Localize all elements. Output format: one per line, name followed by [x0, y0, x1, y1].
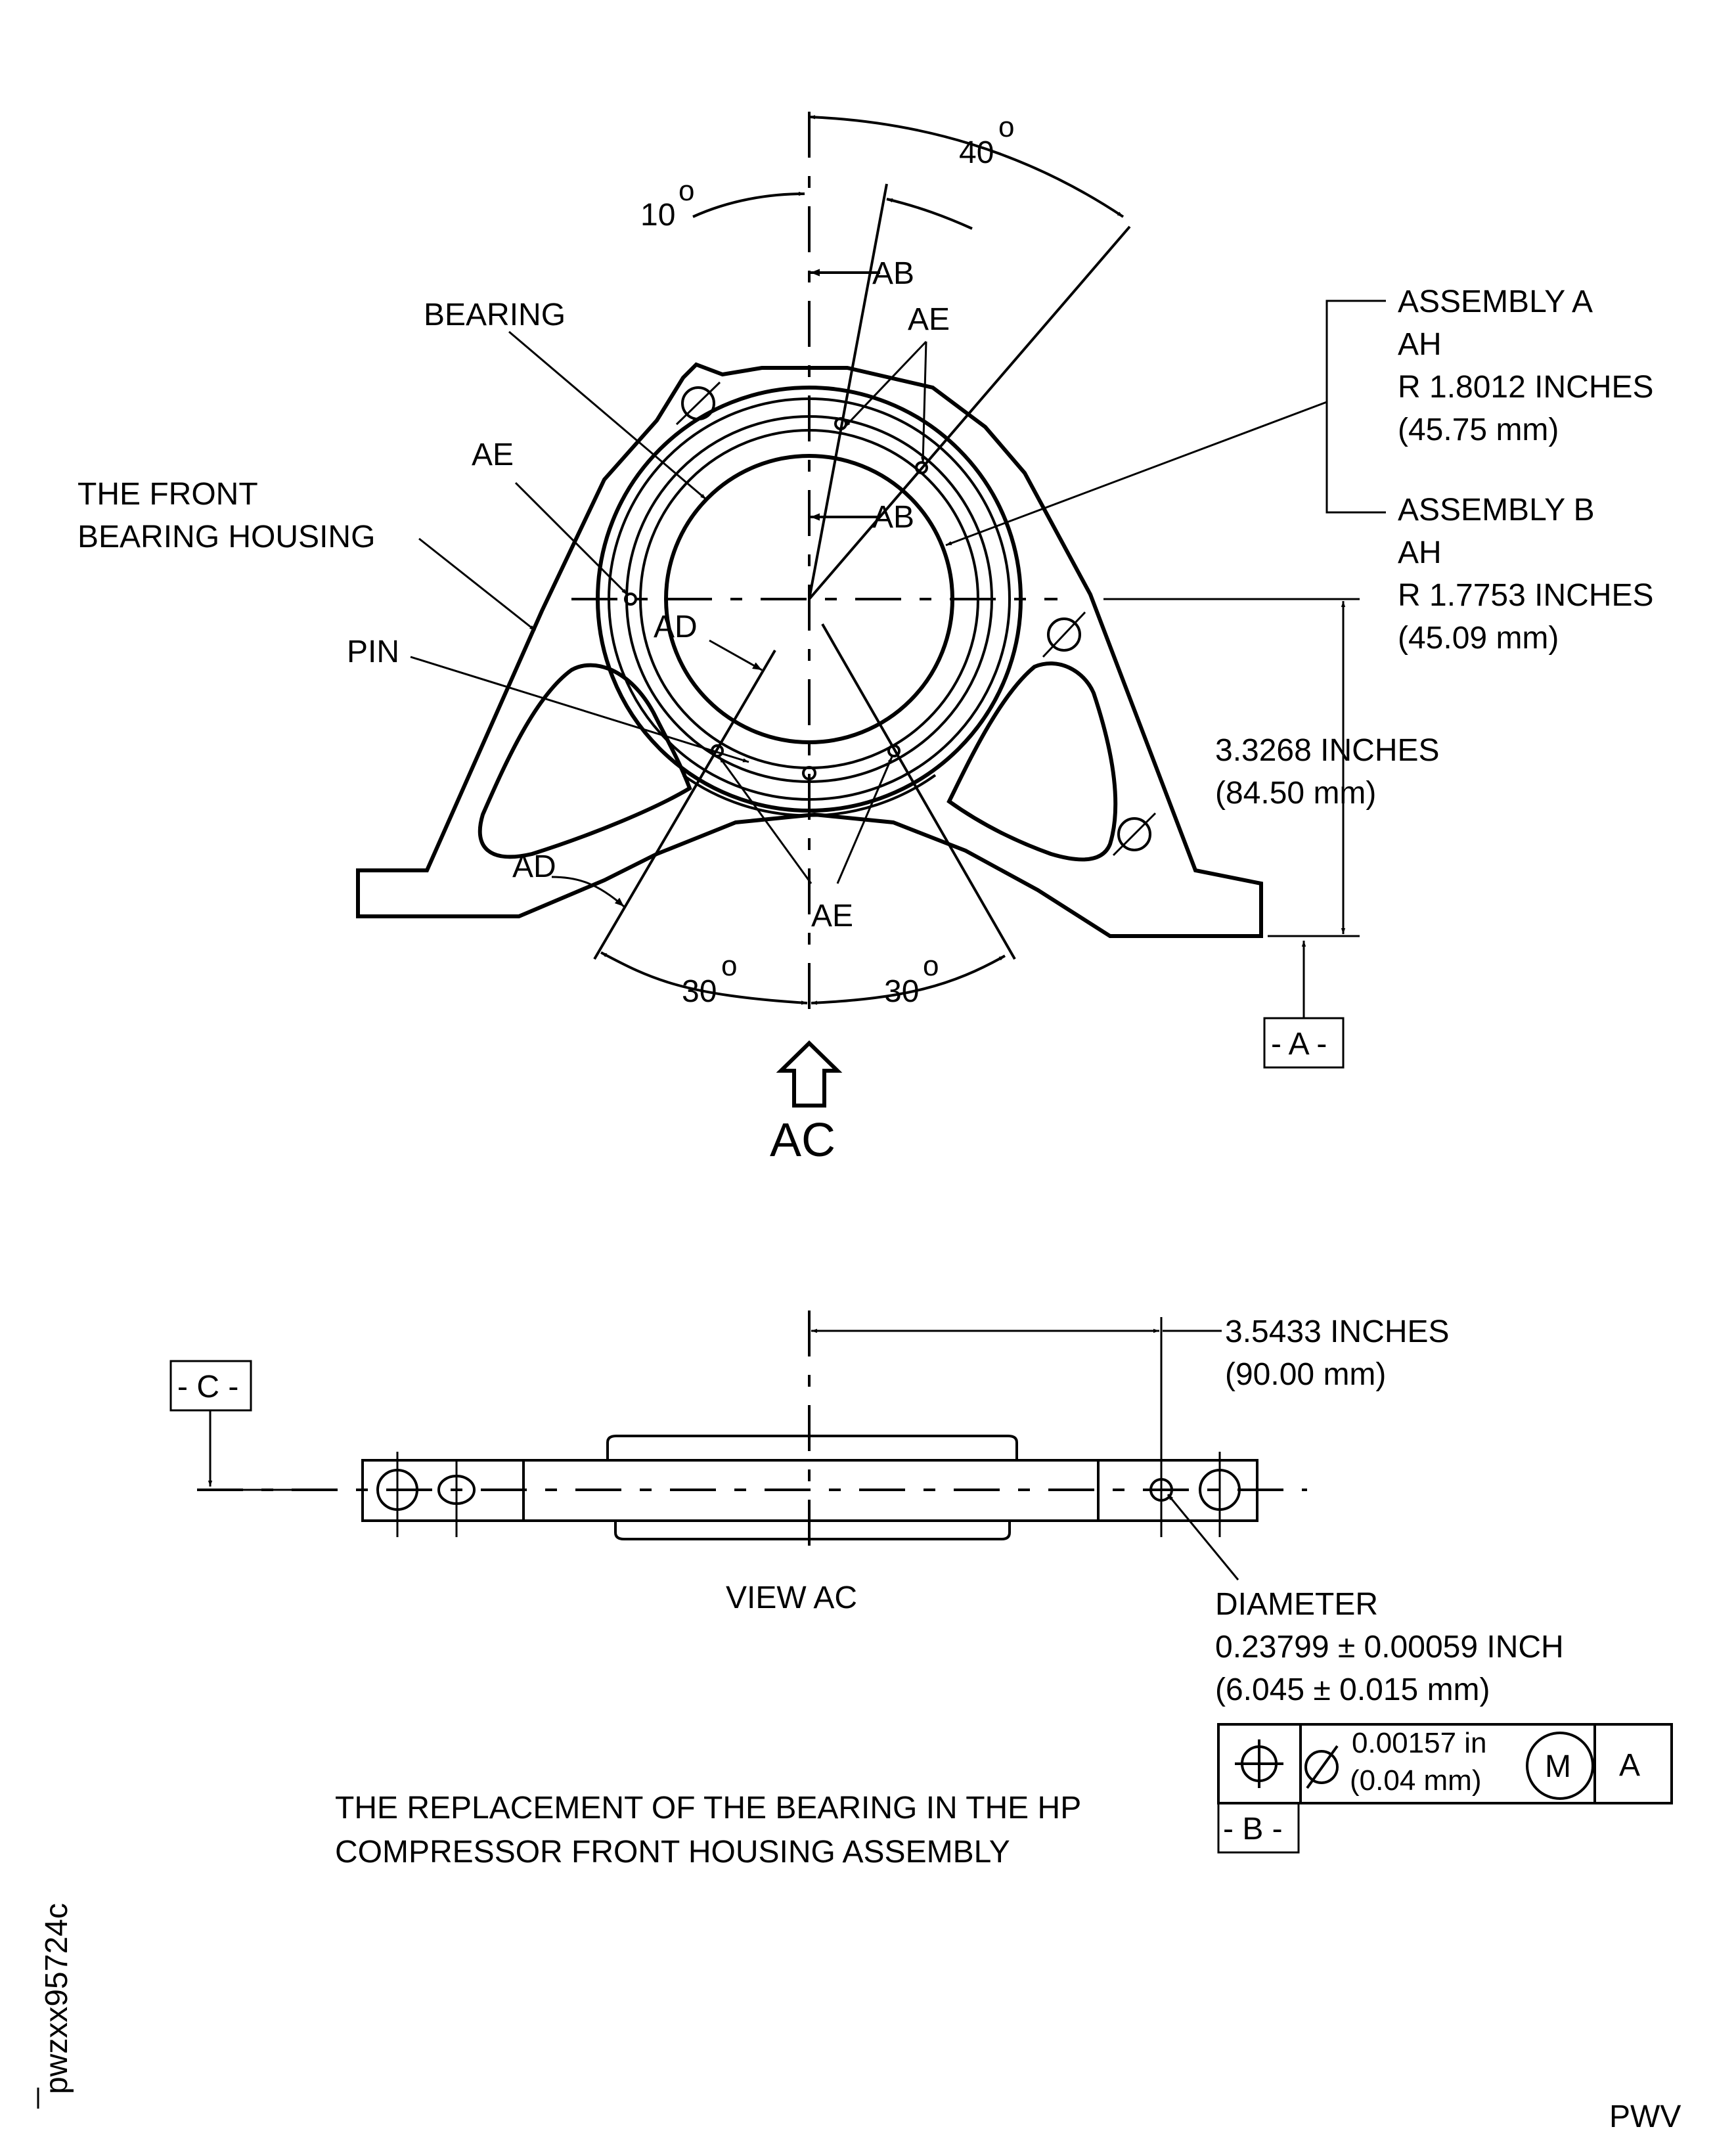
assembly-a-metric: (45.75 mm): [1398, 413, 1559, 447]
tolerance-value: 0.00157 in: [1352, 1727, 1487, 1759]
housing-window-left: [478, 663, 692, 859]
mmc-modifier-circle: [1526, 1732, 1594, 1800]
assembly-b-radius: R 1.7753 INCHES: [1398, 578, 1654, 613]
housing-outline: [356, 362, 1263, 938]
angle-40-degree: o: [998, 111, 1014, 143]
bearing-label: BEARING: [424, 298, 566, 332]
leader-ae-top-1: [843, 340, 927, 428]
leader-ae-left: [514, 482, 629, 596]
position-symbol-icon: [1235, 1739, 1283, 1788]
ae-bottom-label: AE: [811, 899, 853, 933]
figure-id: pwzxx95724c: [39, 1903, 74, 2094]
hole-diameter-value: 0.23799 ± 0.00059 INCH: [1215, 1630, 1564, 1665]
side-view-labels: 3.5433 INCHES (90.00 mm) - C - VIEW AC D…: [177, 1314, 1640, 1870]
assembly-a-radius: R 1.8012 INCHES: [1398, 370, 1654, 405]
datum-b-frame: [1217, 1802, 1300, 1854]
datum-b-label: - B -: [1223, 1812, 1283, 1847]
caption-line1: THE REPLACEMENT OF THE BEARING IN THE HP: [335, 1791, 1081, 1825]
leader-ad-center: [709, 639, 763, 671]
ad-lower-label: AD: [512, 849, 556, 884]
bolt-hole-right: [1042, 611, 1086, 658]
dim-arc-30-left: [600, 951, 808, 1005]
housing-window-right: [946, 661, 1118, 862]
width-dim-inches: 3.5433 INCHES: [1225, 1314, 1450, 1349]
angle-10-degree: o: [679, 175, 694, 207]
dim-arc-30-right: [811, 954, 1006, 1005]
leader-ae-bottom-2: [836, 756, 893, 884]
leader-pin: [410, 656, 749, 763]
housing-label-line1: THE FRONT: [78, 477, 258, 512]
leader-ad-lower: [551, 876, 625, 908]
dim-arc-10-upper: [692, 191, 805, 218]
angle-10-label: 10: [640, 198, 675, 233]
ae-left-label: AE: [472, 437, 514, 472]
angle-30-right-label: 30: [884, 974, 919, 1009]
assembly-a-code: AH: [1398, 327, 1442, 362]
side-bearing-bottom: [614, 1521, 1011, 1540]
pin-label: PIN: [347, 635, 399, 669]
ae-top-label: AE: [908, 302, 950, 337]
assembly-a-title: ASSEMBLY A: [1398, 284, 1593, 319]
hole-diameter-label: DIAMETER: [1215, 1587, 1378, 1622]
height-dim-inches: 3.3268 INCHES: [1215, 733, 1440, 768]
assembly-notes: ASSEMBLY A AH R 1.8012 INCHES (45.75 mm)…: [1215, 284, 1654, 811]
leader-housing: [418, 537, 536, 632]
assembly-b-title: ASSEMBLY B: [1398, 493, 1595, 527]
ad-center-label: AD: [654, 610, 698, 644]
front-view-labels: 40 o 10 o AB AE BEARING AE THE FRONT BEA…: [78, 111, 1327, 1167]
leader-diameter: [1167, 1494, 1239, 1580]
ab-mid-label: AB: [872, 500, 914, 535]
datum-a-frame: [1263, 1017, 1345, 1069]
angle-40-label: 40: [959, 135, 994, 170]
ref-line-30-right: [821, 623, 1016, 960]
tolerance-metric: (0.04 mm): [1350, 1764, 1481, 1797]
side-bearing-top: [606, 1435, 1018, 1460]
width-dim-metric: (90.00 mm): [1225, 1357, 1386, 1392]
dim-arc-40: [809, 115, 1124, 218]
ab-top-label: AB: [872, 256, 914, 291]
ref-line-30-left: [593, 649, 776, 960]
view-ac-arrow: [776, 1040, 843, 1108]
leader-bearing: [508, 330, 707, 501]
housing-label-line2: BEARING HOUSING: [78, 520, 375, 554]
datum-reference-a: A: [1619, 1748, 1640, 1783]
hole-diameter-metric: (6.045 ± 0.015 mm): [1215, 1672, 1490, 1707]
assembly-b-code: AH: [1398, 535, 1442, 570]
assembly-b-metric: (45.09 mm): [1398, 621, 1559, 656]
view-ac-arrow-label: AC: [770, 1114, 835, 1167]
datum-c-label: - C -: [177, 1370, 238, 1404]
angle-30-left-degree: o: [721, 950, 737, 982]
assembly-bracket: [1325, 300, 1386, 514]
leader-ae-bottom-1: [718, 756, 812, 884]
mmc-modifier-label: M: [1545, 1749, 1571, 1784]
leader-assembly-radius: [945, 401, 1327, 547]
front-view: [356, 112, 1386, 1108]
feature-control-frame: [1217, 1723, 1673, 1804]
angle-30-right-degree: o: [923, 950, 939, 982]
bolt-hole-top-left: [675, 381, 721, 426]
leader-ae-top-2: [921, 341, 927, 464]
dim-arc-10-lower: [886, 198, 973, 230]
diameter-symbol-icon: [1304, 1745, 1339, 1789]
bolt-hole-lower-right: [1112, 812, 1157, 857]
side-view: [169, 1310, 1673, 1854]
height-dim-metric: (84.50 mm): [1215, 776, 1376, 811]
angle-30-left-label: 30: [682, 974, 717, 1009]
view-ac-caption: VIEW AC: [726, 1580, 857, 1615]
ref-line-40deg: [808, 225, 1131, 600]
datum-a-label: - A -: [1271, 1027, 1327, 1062]
caption-line2: COMPRESSOR FRONT HOUSING ASSEMBLY: [335, 1835, 1010, 1870]
ref-line-10deg: [808, 183, 888, 600]
footer-code: PWV: [1609, 2099, 1681, 2134]
